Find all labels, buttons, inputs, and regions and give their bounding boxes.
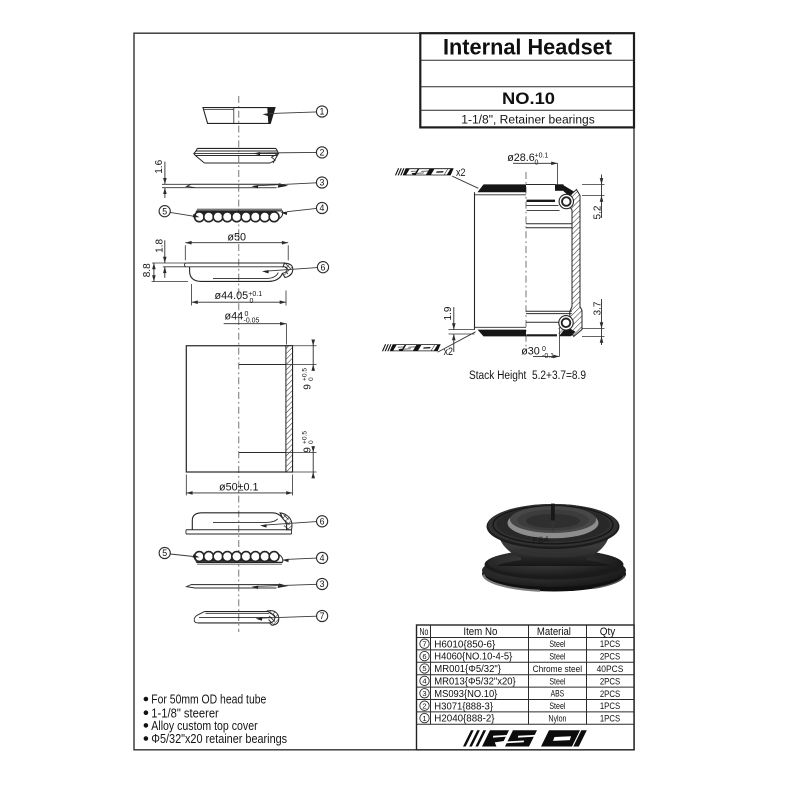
- svg-text:Alloy custom top cover: Alloy custom top cover: [151, 719, 257, 733]
- svg-text:x2: x2: [456, 167, 466, 179]
- svg-text:5: 5: [162, 548, 167, 558]
- svg-text:0: 0: [245, 311, 249, 318]
- svg-text:ø44: ø44: [225, 311, 244, 323]
- svg-text:3: 3: [422, 689, 426, 698]
- svg-text:1: 1: [320, 107, 325, 117]
- svg-text:Item No: Item No: [463, 626, 497, 638]
- svg-text:3: 3: [320, 579, 325, 589]
- svg-text:Steel: Steel: [549, 638, 565, 649]
- svg-text:1.6: 1.6: [154, 159, 165, 173]
- svg-text:Φ5/32"x20 retainer bearings: Φ5/32"x20 retainer bearings: [151, 732, 287, 746]
- svg-text:+0.1: +0.1: [248, 291, 262, 298]
- svg-text:8.8: 8.8: [142, 263, 153, 277]
- svg-text:40PCS: 40PCS: [597, 664, 624, 675]
- svg-text:3: 3: [320, 178, 325, 188]
- svg-text:H6010{850-6}: H6010{850-6}: [434, 639, 496, 650]
- svg-text:Nylon: Nylon: [548, 713, 566, 724]
- svg-text:+0.5: +0.5: [301, 368, 308, 381]
- svg-text:5: 5: [162, 206, 167, 216]
- svg-text:1-1/8", Retainer bearings: 1-1/8", Retainer bearings: [461, 112, 595, 126]
- svg-text:2PCS: 2PCS: [600, 676, 620, 687]
- svg-text:6: 6: [320, 516, 325, 526]
- svg-text:H4060{NO.10-4-5}: H4060{NO.10-4-5}: [434, 652, 513, 663]
- svg-text:1: 1: [422, 714, 426, 723]
- svg-text:1PCS: 1PCS: [600, 714, 620, 725]
- svg-text:2PCS: 2PCS: [600, 652, 620, 663]
- svg-text:FSA: FSA: [532, 534, 550, 545]
- svg-text:4: 4: [320, 553, 325, 563]
- svg-text:+0.1: +0.1: [535, 153, 549, 160]
- svg-text:Qty: Qty: [600, 626, 616, 638]
- svg-text:2PCS: 2PCS: [600, 689, 620, 700]
- svg-text:1-1/8" steerer: 1-1/8" steerer: [151, 706, 219, 720]
- svg-text:1.8: 1.8: [155, 239, 166, 253]
- svg-text:4: 4: [320, 203, 325, 213]
- svg-text:2: 2: [320, 148, 325, 158]
- svg-text:Steel: Steel: [549, 675, 565, 686]
- svg-text:ø30: ø30: [521, 346, 540, 358]
- svg-text:0: 0: [308, 377, 315, 381]
- svg-text:6: 6: [422, 652, 426, 661]
- svg-text:Chrome steel: Chrome steel: [533, 663, 583, 674]
- svg-text:5.2: 5.2: [592, 205, 603, 219]
- svg-text:H3071{888-3}: H3071{888-3}: [434, 701, 493, 712]
- svg-text:H2040{888-2}: H2040{888-2}: [434, 714, 495, 725]
- svg-text:ø50: ø50: [227, 231, 246, 243]
- svg-text:0: 0: [250, 298, 254, 305]
- svg-text:-0.05: -0.05: [244, 318, 260, 325]
- svg-text:NO.10: NO.10: [502, 90, 555, 108]
- svg-text:0: 0: [308, 440, 315, 444]
- svg-text:9: 9: [302, 447, 313, 453]
- svg-text:5: 5: [422, 664, 426, 673]
- svg-text:Stack Height 5.2+3.7=8.9: Stack Height 5.2+3.7=8.9: [469, 368, 586, 382]
- svg-text:3.7: 3.7: [592, 301, 603, 315]
- svg-text:0: 0: [542, 346, 546, 353]
- svg-text:+0.5: +0.5: [301, 431, 308, 444]
- svg-text:4: 4: [422, 677, 426, 686]
- svg-text:MR001{Φ5/32"}: MR001{Φ5/32"}: [434, 664, 501, 675]
- svg-text:1.9: 1.9: [443, 306, 454, 320]
- svg-text:MR013{Φ5/32"x20}: MR013{Φ5/32"x20}: [434, 677, 516, 688]
- svg-text:2: 2: [422, 701, 426, 710]
- svg-text:ø28.6: ø28.6: [507, 152, 535, 164]
- svg-text:ø50±0.1: ø50±0.1: [219, 481, 259, 493]
- svg-text:1PCS: 1PCS: [600, 639, 620, 650]
- svg-text:9: 9: [302, 384, 313, 390]
- svg-text:7: 7: [422, 639, 426, 648]
- svg-text:No: No: [420, 627, 429, 638]
- svg-text:6: 6: [321, 262, 326, 272]
- svg-text:ø44.05: ø44.05: [215, 290, 249, 302]
- svg-text:x2: x2: [444, 346, 454, 358]
- svg-text:MS093{NO.10}: MS093{NO.10}: [434, 689, 498, 700]
- svg-text:Internal Headset: Internal Headset: [443, 35, 612, 60]
- svg-text:1PCS: 1PCS: [600, 701, 620, 712]
- svg-text:For 50mm OD head tube: For 50mm OD head tube: [151, 693, 266, 707]
- svg-text:ABS: ABS: [551, 688, 565, 699]
- svg-text:Material: Material: [537, 626, 571, 638]
- svg-text:Steel: Steel: [549, 651, 565, 662]
- svg-text:Steel: Steel: [549, 700, 565, 711]
- svg-text:7: 7: [320, 611, 325, 621]
